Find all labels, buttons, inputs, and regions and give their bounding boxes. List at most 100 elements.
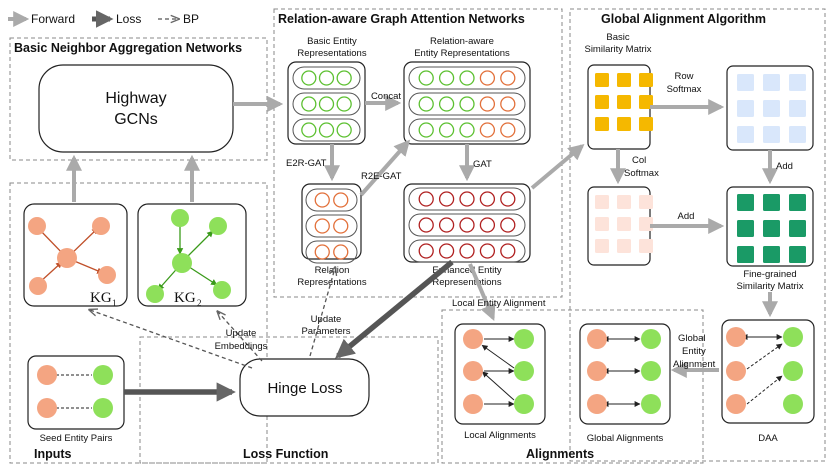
embedding-unit — [336, 70, 352, 86]
edge-gat: GAT — [473, 159, 492, 170]
embedding-unit — [318, 96, 335, 112]
edge-update-emb-2: Embeddings — [215, 341, 268, 352]
hinge-loss-box — [239, 358, 370, 417]
loss-arrows — [124, 259, 454, 402]
col-softmax-matrix-cells — [595, 195, 653, 253]
seed-pairs-label: Seed Entity Pairs — [40, 433, 113, 444]
hinge-loss-label: Hinge Loss — [267, 380, 342, 397]
matrix-cell — [639, 195, 653, 209]
local-alignments-label: Local Alignments — [464, 430, 536, 441]
embedding-unit — [418, 96, 434, 112]
embedding-unit — [500, 191, 516, 207]
frame-rgat — [273, 8, 563, 298]
highway-label-1: Highway — [105, 90, 166, 107]
kg1-label: KG — [90, 290, 112, 306]
row-softmax-matrix-cells — [737, 74, 806, 143]
embedding-unit — [336, 122, 352, 138]
basic-sim-label-1: Basic — [606, 32, 629, 43]
title-basic-neighbor: Basic Neighbor Aggregation Networks — [14, 41, 242, 55]
embedding-unit — [438, 96, 455, 112]
matrix-cell — [595, 217, 609, 231]
edge-global-ea-3: Alignment — [673, 359, 716, 370]
embedding-unit — [459, 122, 475, 138]
relation-rep-label-1: Relation — [315, 265, 350, 276]
matrix-cell — [617, 117, 631, 131]
highway-gcn-box — [38, 64, 234, 153]
embedding-unit — [500, 70, 516, 86]
embedding-unit — [459, 191, 475, 207]
edge-col-2: Softmax — [624, 168, 659, 179]
basic-entity-label-2: Representations — [297, 48, 366, 59]
matrix-cell — [639, 217, 653, 231]
matrix-cell — [617, 239, 631, 253]
local-alignments-graph — [463, 329, 534, 414]
enhanced-label-1: Enhanced Entity — [432, 265, 501, 276]
legend-bp: BP — [183, 12, 199, 26]
embedding-unit — [479, 122, 496, 138]
matrix-cell — [737, 194, 754, 211]
embedding-unit — [336, 96, 352, 112]
embedding-unit — [459, 70, 475, 86]
daa-graph — [726, 327, 803, 414]
embedding-unit — [500, 217, 516, 233]
title-loss-function: Loss Function — [243, 447, 328, 461]
pill-row — [292, 118, 361, 142]
matrix-cell — [595, 195, 609, 209]
matrix-cell — [639, 239, 653, 253]
matrix-cell — [595, 73, 609, 87]
embedding-unit — [479, 70, 496, 86]
pill-row — [305, 214, 358, 238]
pill-row — [305, 240, 358, 264]
embedding-unit — [418, 217, 434, 233]
matrix-cell — [789, 126, 806, 143]
legend: Forward Loss BP — [8, 10, 199, 28]
matrix-cell — [737, 126, 754, 143]
edge-add-2: Add — [678, 211, 695, 222]
kg1-graph — [28, 217, 116, 295]
fine-grained-matrix-cells — [737, 194, 806, 263]
edge-concat: Concat — [371, 91, 401, 102]
enhanced-entity-circles — [408, 187, 526, 263]
kg1-label-sub: 1 — [112, 298, 117, 308]
rel-aware-label-2: Entity Representations — [414, 48, 510, 59]
rel-aware-label-1: Relation-aware — [430, 36, 494, 47]
embedding-unit — [314, 192, 330, 208]
rel-aware-circles — [408, 66, 526, 142]
pill-row — [305, 188, 358, 212]
edge-col-1: Col — [632, 155, 646, 166]
pill-row — [408, 213, 526, 237]
edge-update-par-2: Parameters — [301, 326, 350, 337]
edge-r2e: R2E-GAT — [361, 171, 402, 182]
frame-inputs — [9, 182, 268, 464]
matrix-cell — [763, 126, 780, 143]
frame-alignments — [441, 309, 704, 464]
frame-global-alignment — [569, 8, 826, 462]
seed-pairs-graph — [37, 365, 113, 418]
embedding-unit — [500, 243, 516, 259]
matrix-cell — [789, 194, 806, 211]
basic-sim-matrix-cells — [595, 73, 653, 131]
legend-loss: Loss — [116, 12, 141, 26]
matrix-cell — [617, 73, 631, 87]
embedding-unit — [500, 96, 516, 112]
legend-forward: Forward — [31, 12, 75, 26]
embedding-unit — [333, 244, 349, 260]
matrix-cell — [617, 195, 631, 209]
matrix-cell — [763, 74, 780, 91]
matrix-cell — [737, 100, 754, 117]
basic-sim-label-2: Similarity Matrix — [584, 44, 651, 55]
relation-rep-box — [301, 183, 362, 260]
matrix-cell — [763, 100, 780, 117]
embedding-unit — [333, 218, 349, 234]
pill-row — [292, 92, 361, 116]
embedding-unit — [418, 243, 434, 259]
matrix-cell — [763, 220, 780, 237]
basic-entity-label-1: Basic Entity — [307, 36, 357, 47]
enhanced-label-2: Representations — [432, 277, 501, 288]
embedding-unit — [459, 217, 475, 233]
matrix-cell — [737, 74, 754, 91]
embedding-unit — [479, 96, 496, 112]
edge-add-1: Add — [776, 161, 793, 172]
kg2-label: KG — [174, 290, 196, 306]
title-global-alignment: Global Alignment Algorithm — [601, 12, 766, 26]
